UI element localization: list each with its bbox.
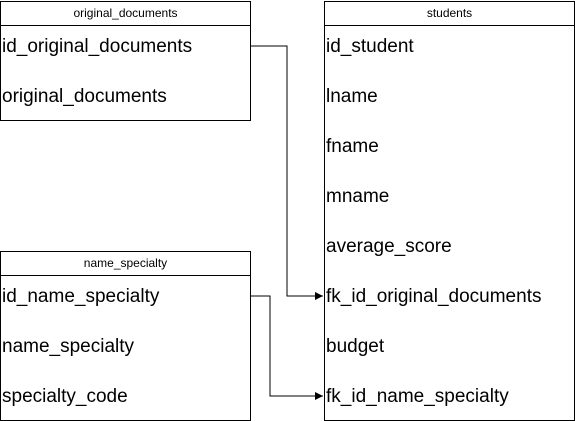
name-specialty-table-title: name_specialty <box>1 252 250 276</box>
field-specialty-code[interactable]: specialty_code <box>2 386 128 407</box>
relation-original-documents-to-students-connector[interactable] <box>251 45 323 300</box>
students-table-title: students <box>325 2 574 26</box>
field-id-name-specialty[interactable]: id_name_specialty <box>2 286 160 307</box>
field-original-documents[interactable]: original_documents <box>2 86 167 107</box>
students-table[interactable]: students id_student lname fname mname av… <box>324 1 575 421</box>
field-average-score[interactable]: average_score <box>326 236 452 257</box>
field-fk-id-original-documents[interactable]: fk_id_original_documents <box>326 286 542 307</box>
original-documents-table-title: original_documents <box>1 2 250 26</box>
relation-name-specialty-to-students-connector[interactable] <box>251 295 323 400</box>
original-documents-table[interactable]: original_documents id_original_documents… <box>0 1 251 121</box>
field-name-specialty[interactable]: name_specialty <box>2 336 135 357</box>
field-id-student[interactable]: id_student <box>326 36 414 57</box>
field-id-original-documents[interactable]: id_original_documents <box>2 36 193 57</box>
field-fname[interactable]: fname <box>326 136 379 157</box>
field-budget[interactable]: budget <box>326 336 385 357</box>
field-lname[interactable]: lname <box>326 86 378 107</box>
name-specialty-table[interactable]: name_specialty id_name_specialty name_sp… <box>0 251 251 421</box>
field-fk-id-name-specialty[interactable]: fk_id_name_specialty <box>326 386 509 407</box>
field-mname[interactable]: mname <box>326 186 390 207</box>
